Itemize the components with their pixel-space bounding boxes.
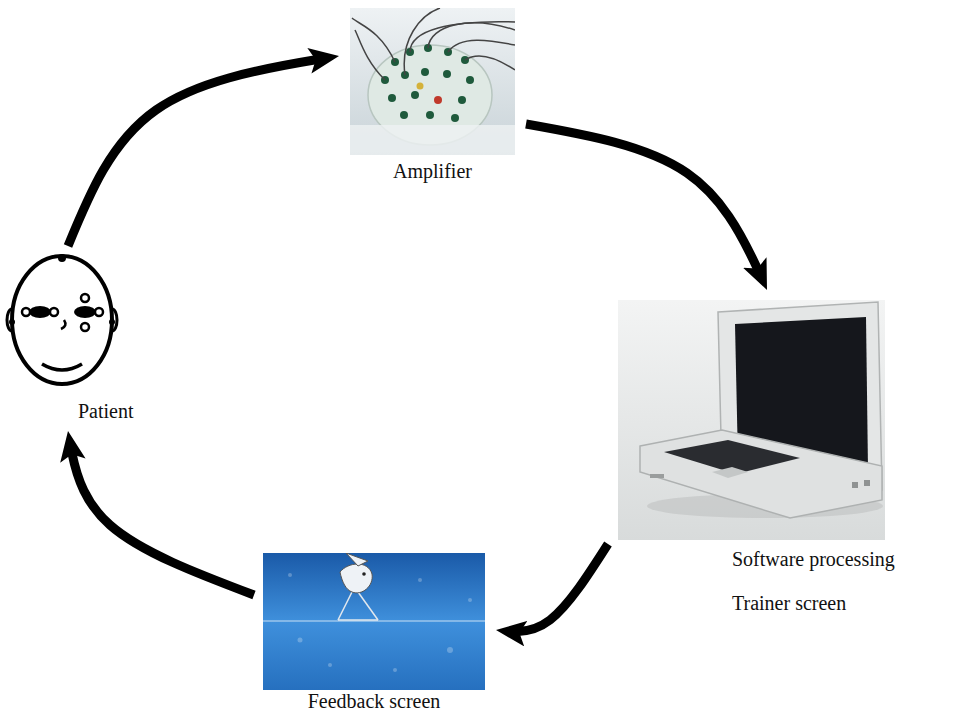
node-label: Amplifier	[393, 160, 472, 183]
amplifier-photo-part	[352, 8, 515, 80]
node-label: Trainer screen	[732, 592, 846, 615]
amplifier-photo-part-part	[428, 23, 515, 48]
software-node: Software processingTrainer screen	[612, 298, 948, 615]
laptop-photo-part	[640, 430, 882, 518]
amplifier-photo-part-part	[400, 111, 408, 119]
patient-head-part	[29, 306, 51, 318]
amplifier-photo-part-part	[404, 8, 440, 75]
feedback-screen-picture-part-part	[393, 668, 397, 672]
patient-head-part	[58, 254, 66, 262]
amplifier-photo-part-part	[421, 68, 429, 76]
cycle-arrow	[68, 431, 254, 595]
feedback-screen-picture-part-part	[288, 573, 292, 577]
laptop-photo-part	[852, 482, 858, 488]
laptop-photo-part	[618, 300, 885, 540]
amplifier-photo-part-part	[443, 70, 451, 78]
patient-head-part	[61, 320, 65, 329]
amplifier-photo-part	[350, 125, 515, 155]
amplifier-photo-part	[381, 44, 474, 122]
patient-head-part	[9, 319, 15, 325]
cycle-arrow	[526, 124, 767, 290]
laptop-photo-part	[864, 480, 870, 486]
amplifier-photo-part-part	[466, 76, 474, 84]
laptop-photo	[618, 300, 885, 540]
feedback-screen-picture-part	[346, 553, 368, 566]
amplifier-photo-part-part	[426, 111, 434, 119]
feedback-screen-picture-part	[263, 620, 485, 622]
feedback-screen-picture-part	[358, 592, 378, 620]
amplifier-node: Amplifier	[345, 4, 520, 183]
patient-head-part	[74, 306, 96, 318]
amplifier-photo	[350, 8, 515, 155]
amplifier-photo-part-part	[388, 94, 396, 102]
feedback-screen-picture-part	[263, 553, 485, 690]
cycle-arrow	[496, 544, 608, 632]
feedback-screen-picture-part-part	[468, 598, 472, 602]
feedback-screen-picture	[263, 553, 485, 690]
feedback-screen-picture-part	[338, 592, 352, 620]
patient-head-part	[42, 364, 82, 370]
patient-head-part	[109, 319, 115, 325]
feedback-screen-picture-part-part	[418, 578, 422, 582]
feedback-screen-picture-part-part	[447, 647, 453, 653]
connector-layer-part	[68, 56, 767, 632]
node-label: Software processing	[732, 548, 895, 571]
amplifier-photo-part-part	[458, 96, 466, 104]
amplifier-photo-part-part	[448, 40, 515, 52]
amplifier-photo-part-part	[411, 91, 419, 99]
amplifier-photo-part-part	[451, 114, 459, 122]
amplifier-photo-part-part	[352, 18, 395, 62]
feedback-screen-picture-part	[340, 564, 372, 593]
amplifier-photo-part-part	[410, 22, 515, 52]
laptop-photo-part	[650, 474, 664, 478]
patient-head-part	[12, 256, 112, 384]
amplifier-photo-part-part	[465, 56, 515, 70]
feedback-screen-picture-part	[288, 573, 472, 672]
cycle-arrow	[68, 56, 339, 246]
feedback-node: Feedback screen	[260, 550, 488, 713]
amplifier-photo-part	[417, 83, 424, 90]
patient-head-part	[95, 308, 103, 316]
laptop-photo-part	[712, 467, 748, 478]
amplifier-photo-part	[434, 96, 442, 104]
feedback-screen-picture-part	[338, 619, 378, 621]
patient-head-part	[81, 323, 89, 331]
patient-head-part	[81, 294, 89, 302]
patient-head	[7, 254, 117, 384]
patient-node: Patient	[6, 252, 158, 423]
amplifier-photo-part	[350, 8, 515, 155]
feedback-screen-picture-part-part	[328, 663, 332, 667]
feedback-screen-picture-part	[362, 572, 366, 576]
patient-head-part	[50, 308, 58, 316]
feedback-screen-picture-part-part	[298, 638, 303, 643]
node-label: Patient	[78, 400, 134, 423]
node-label: Feedback screen	[308, 690, 441, 713]
amplifier-photo-part-part	[355, 30, 385, 80]
patient-head-part	[22, 308, 30, 316]
